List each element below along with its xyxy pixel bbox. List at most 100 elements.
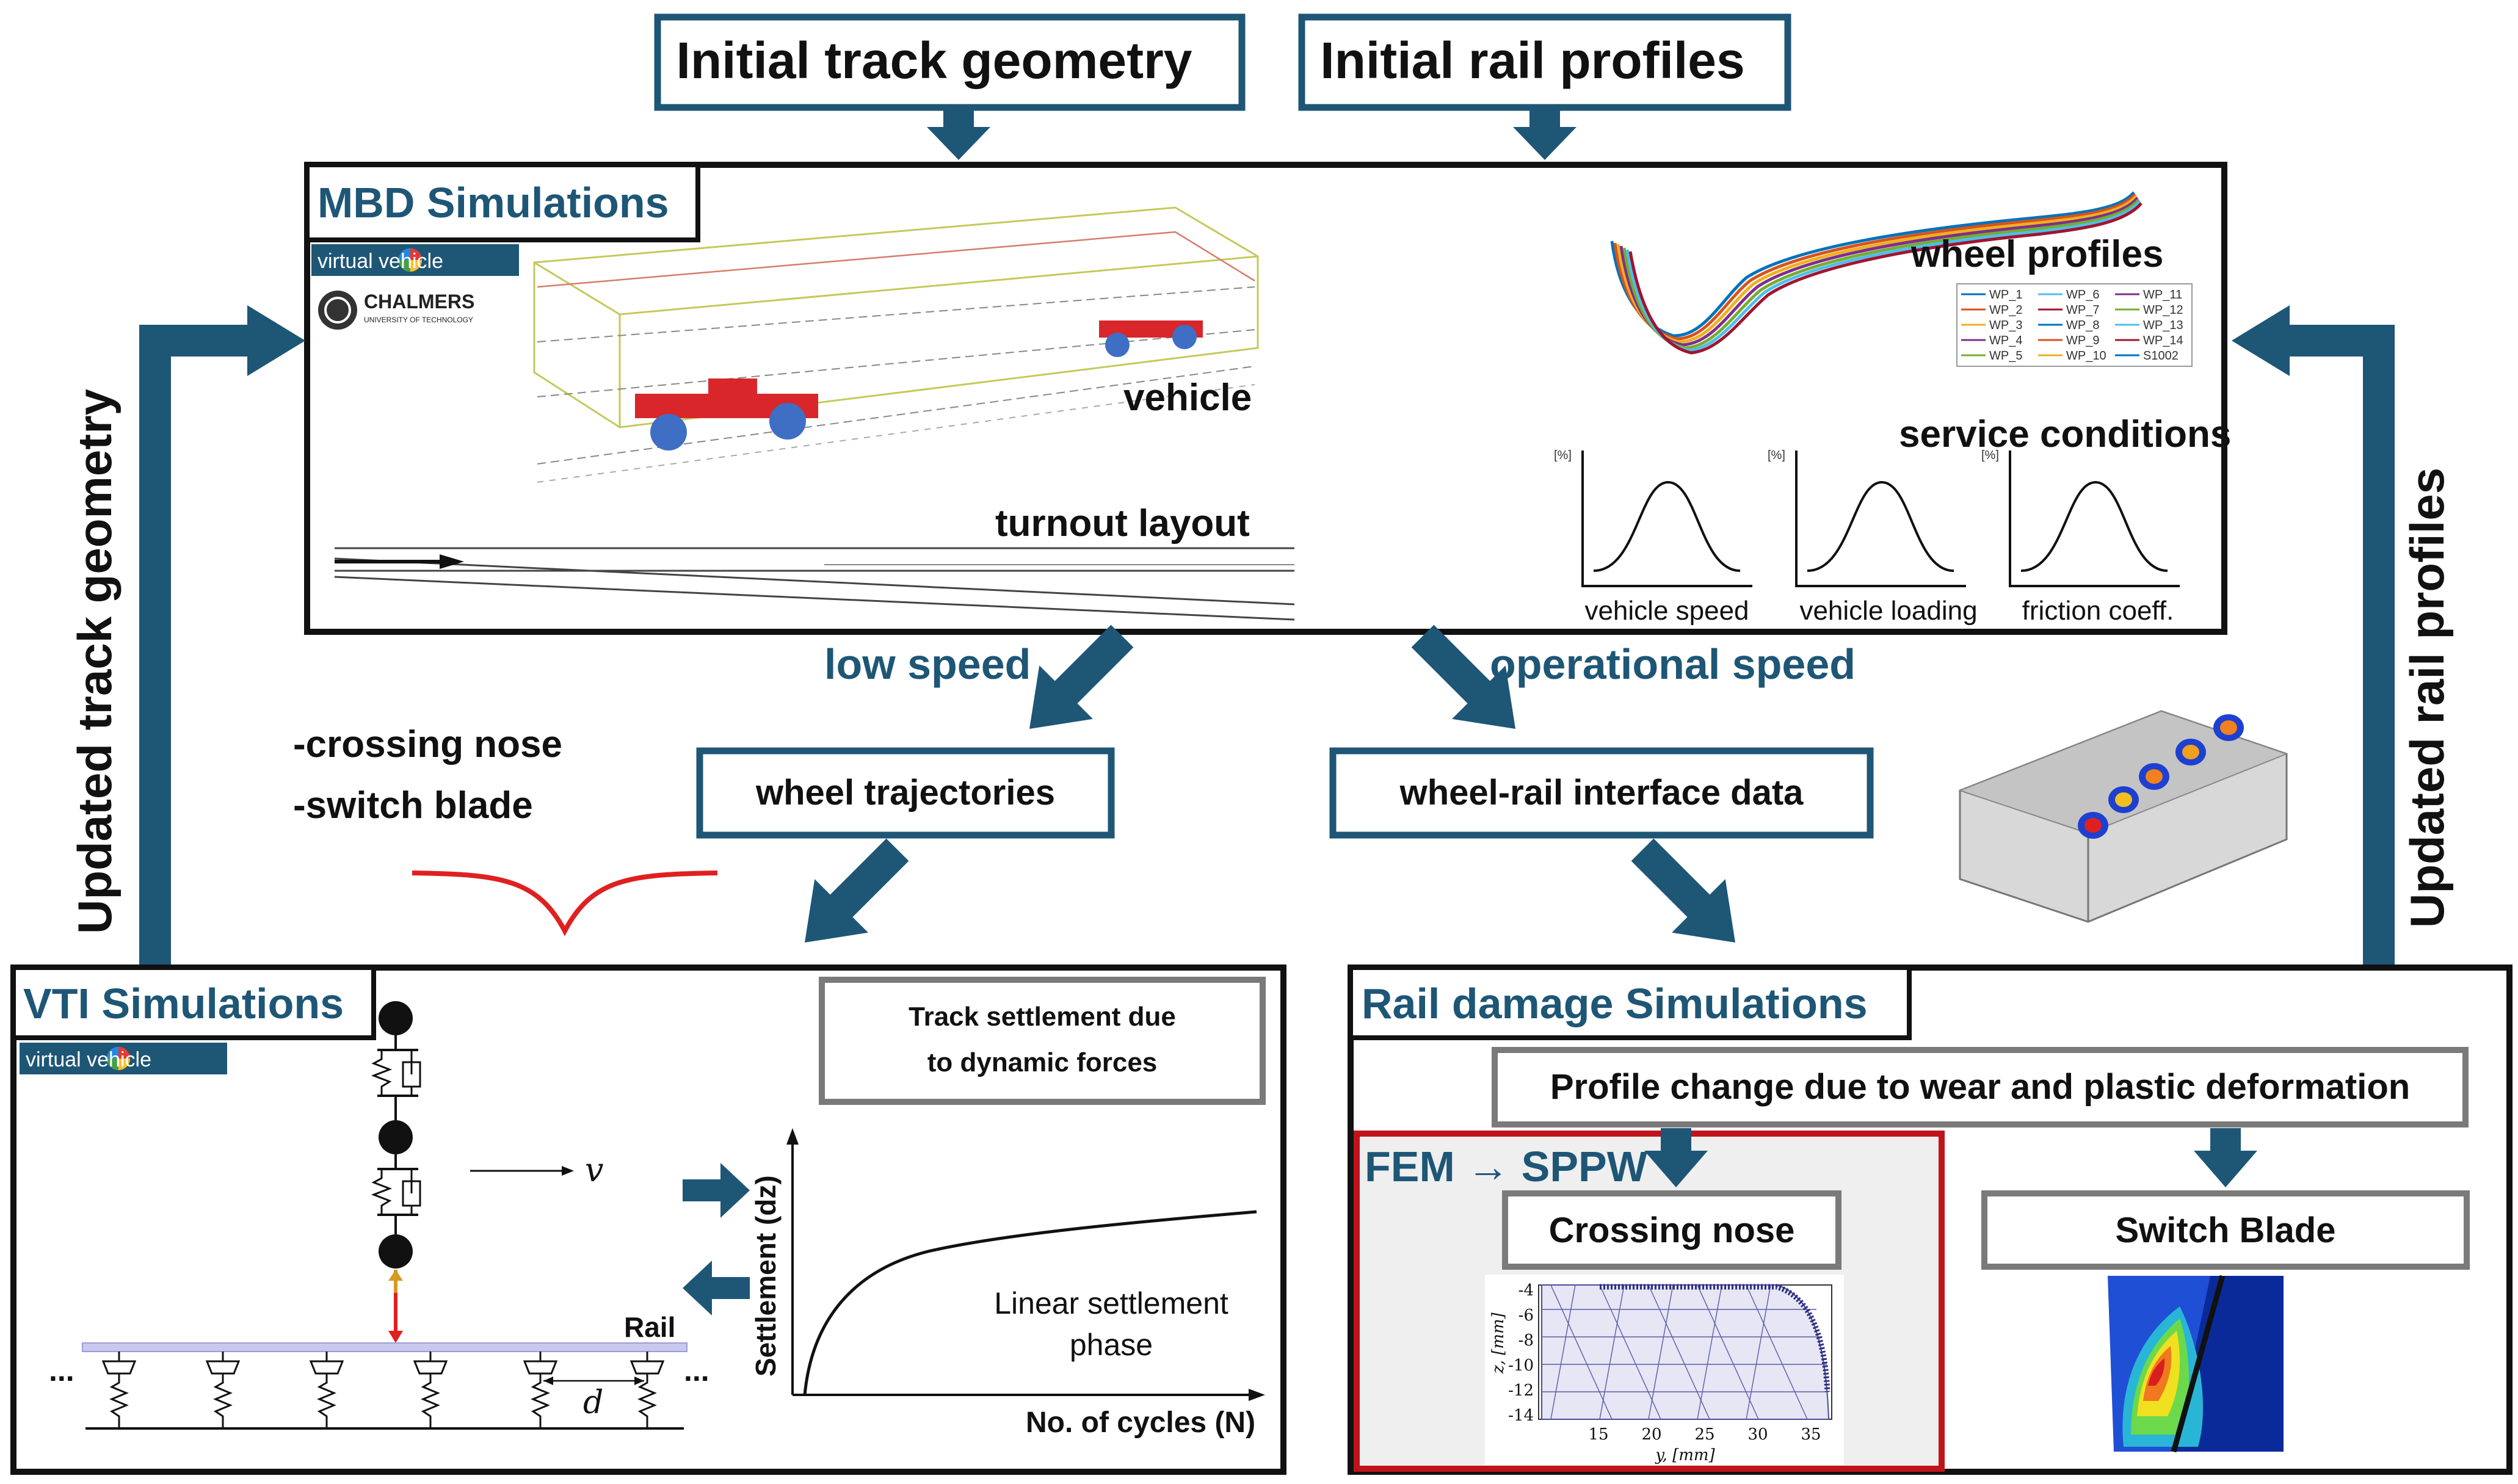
service-plot-label-speed: vehicle speed <box>1584 596 1749 626</box>
settlement-y-axis-label: Settlement (dz) <box>750 1175 782 1377</box>
mesh-y-tick-6: -14 <box>1508 1406 1534 1425</box>
mesh-y-tick-1: -4 <box>1518 1281 1534 1300</box>
ellipsis-left: ... <box>49 1353 74 1388</box>
mesh-x-axis-label: y, [mm] <box>1655 1446 1715 1464</box>
legend-entry: WP_13 <box>2143 319 2183 332</box>
mesh-y-axis-label: z, [mm] <box>1489 1312 1508 1374</box>
service-plot-label-friction: friction coeff. <box>2022 596 2174 626</box>
updated-rail-profiles-label: Updated rail profiles <box>2400 468 2454 928</box>
vti-logo-text: virtual vehicle <box>26 1048 151 1071</box>
mesh-x-tick-1: 15 <box>1588 1425 1608 1444</box>
bullet-crossing-nose: -crossing nose <box>293 723 562 766</box>
wheel-profiles-legend: WP_1WP_2WP_3WP_4WP_5WP_6WP_7WP_8WP_9WP_1… <box>1956 283 2193 367</box>
legend-entry: WP_10 <box>2066 349 2106 363</box>
fem-sppw-label: FEM → SPPW <box>1365 1143 1647 1190</box>
arrow-to-crossing-nose <box>1644 1128 1708 1187</box>
input-rail-profiles-label: Initial rail profiles <box>1320 32 1745 89</box>
spacing-symbol: d <box>583 1384 603 1421</box>
rail-label: Rail <box>624 1311 675 1343</box>
arrow-to-settlement <box>683 1163 750 1218</box>
arrow-mbd-to-interface-data <box>1411 624 1516 729</box>
input-initial-track-geometry: Initial track geometry <box>654 13 1246 111</box>
linear-phase-label-1: Linear settlement <box>994 1286 1228 1320</box>
service-plot-friction-coeff: [%] friction coeff. <box>1981 449 2180 626</box>
crossing-nose-label: Crossing nose <box>1549 1211 1795 1250</box>
mbd-simulations-panel: MBD Simulations virtual vehicle CHALMERS… <box>304 162 2231 635</box>
turnout-layout-illustration <box>334 547 1295 621</box>
legend-entry: WP_5 <box>1989 349 2022 363</box>
wheel-trajectories-box: wheel trajectories <box>696 747 1115 839</box>
vehicle-label: vehicle <box>1123 377 1252 419</box>
mesh-y-tick-2: -6 <box>1518 1306 1534 1325</box>
rail-damage-title: Rail damage Simulations <box>1362 980 1868 1027</box>
rail-contact-stress-illustration <box>1958 710 2288 923</box>
legend-entry: S1002 <box>2143 349 2179 363</box>
service-axis-unit-3: [%] <box>1981 449 1999 462</box>
switch-blade-contour <box>2108 1275 2284 1453</box>
switch-blade-label: Switch Blade <box>2116 1211 2336 1250</box>
legend-entry: WP_14 <box>2143 334 2183 347</box>
arrow-mbd-to-wheel-trajectories <box>1029 624 1134 729</box>
mesh-y-tick-5: -12 <box>1508 1381 1534 1400</box>
mesh-y-tick-3: -8 <box>1518 1331 1534 1350</box>
arrow-rails-to-mbd <box>1513 107 1576 160</box>
wheel-rail-interface-box: wheel-rail interface data <box>1329 747 1874 839</box>
input-track-geometry-label: Initial track geometry <box>677 32 1192 89</box>
legend-entry: WP_1 <box>1989 288 2022 302</box>
legend-entry: WP_11 <box>2143 288 2182 302</box>
mesh-x-ticks: 15 20 25 30 35 <box>1588 1425 1821 1444</box>
legend-entry: WP_12 <box>2143 303 2183 317</box>
arrow-from-settlement <box>683 1261 750 1316</box>
arrow-trajectories-to-vti <box>804 838 909 943</box>
legend-entry: WP_4 <box>1989 334 2022 347</box>
input-initial-rail-profiles: Initial rail profiles <box>1298 13 1791 111</box>
mesh-x-tick-3: 25 <box>1694 1425 1714 1444</box>
settlement-x-axis-label: No. of cycles (N) <box>1026 1406 1255 1439</box>
wheel-trajectory-curve <box>412 870 718 936</box>
settlement-box-line2: to dynamic forces <box>927 1048 1158 1077</box>
rail-damage-panel: Rail damage Simulations Profile change d… <box>1348 965 2513 1475</box>
mbd-title: MBD Simulations <box>317 179 669 226</box>
legend-entry: WP_7 <box>2066 303 2099 317</box>
arrow-track-to-mbd <box>927 107 990 160</box>
ellipsis-right: ... <box>684 1353 709 1388</box>
mesh-x-tick-2: 20 <box>1641 1425 1661 1444</box>
wheel-profiles-plot <box>1610 191 2142 355</box>
sleeper-supports <box>85 1352 684 1430</box>
legend-entry: WP_3 <box>1989 319 2022 332</box>
legend-entry: WP_9 <box>2066 334 2099 347</box>
mesh-x-tick-4: 30 <box>1747 1425 1768 1444</box>
mass-spring-model <box>371 1001 421 1343</box>
vehicle-model-illustration <box>533 206 1259 483</box>
vti-title: VTI Simulations <box>23 980 344 1027</box>
fe-mesh-plot: z, [mm] -4 -6 -8 -10 -12 -14 15 20 25 30… <box>1485 1275 1844 1465</box>
service-plot-vehicle-speed: [%] vehicle speed <box>1554 449 1752 626</box>
legend-entry: WP_8 <box>2066 319 2099 332</box>
mesh-y-ticks: -4 -6 -8 -10 -12 -14 <box>1508 1281 1534 1425</box>
service-axis-unit-2: [%] <box>1768 449 1785 462</box>
settlement-curve-plot: Settlement (dz) No. of cycles (N) Linear… <box>750 1128 1265 1439</box>
low-speed-label: low speed <box>824 640 1031 688</box>
bullet-switch-blade: -switch blade <box>293 784 533 827</box>
feedback-arrow-right <box>2232 305 2395 972</box>
chalmers-logo-text: CHALMERS <box>364 291 474 313</box>
updated-track-geometry-label: Updated track geometry <box>68 389 122 934</box>
profile-change-label: Profile change due to wear and plastic d… <box>1550 1067 2410 1107</box>
service-conditions-label: service conditions <box>1899 413 2231 455</box>
operational-speed-label: operational speed <box>1490 640 1856 688</box>
rail-beam <box>82 1342 688 1352</box>
legend-entry: WP_6 <box>2066 288 2099 302</box>
chalmers-logo: CHALMERS UNIVERSITY OF TECHNOLOGY <box>318 291 474 330</box>
mesh-y-tick-4: -10 <box>1508 1356 1534 1375</box>
service-axis-unit-1: [%] <box>1554 449 1572 462</box>
service-plot-label-loading: vehicle loading <box>1799 596 1977 626</box>
velocity-symbol: v <box>585 1151 604 1189</box>
wheel-rail-interface-label: wheel-rail interface data <box>1399 773 1804 813</box>
wheel-trajectories-label: wheel trajectories <box>755 773 1055 813</box>
settlement-box-line1: Track settlement due <box>909 1002 1176 1032</box>
vti-virtual-vehicle-logo: virtual vehicle <box>20 1043 227 1074</box>
arrow-to-switch-blade <box>2194 1128 2257 1187</box>
vti-simulations-panel: VTI Simulations virtual vehicle <box>10 965 1286 1475</box>
linear-phase-label-2: phase <box>1070 1328 1153 1362</box>
